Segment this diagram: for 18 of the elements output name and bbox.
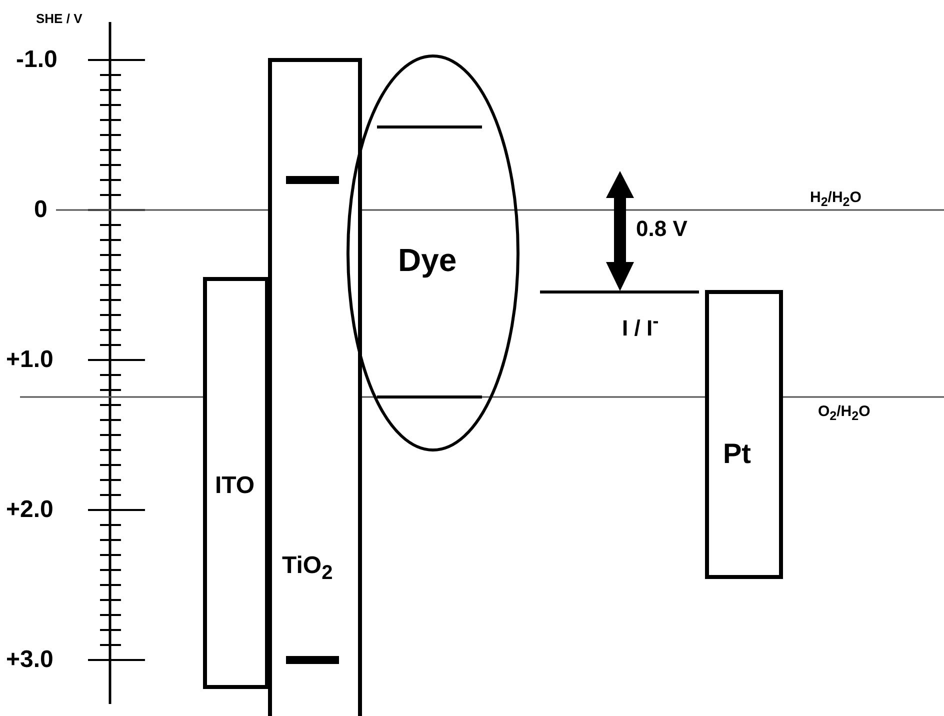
axis-label: +3.0 [6, 648, 54, 672]
axis-label: +1.0 [6, 348, 54, 372]
node-label: ITO [215, 474, 255, 498]
axis-label: 0.8 V [636, 218, 688, 240]
axis-label: -1.0 [16, 48, 58, 72]
axis-label: I / I$^{-}$ [622, 312, 659, 340]
node-label: Pt [723, 440, 751, 468]
axis-label: +2.0 [6, 498, 54, 522]
axis-label: SHE / V [36, 12, 82, 25]
axis-label: 0 [34, 198, 48, 222]
axis-label: H$_{2}$/H$_{2}$O [810, 190, 862, 208]
dye-ellipse [346, 54, 520, 452]
energy-band-box [203, 277, 269, 689]
axis-label: O$_{2}$/H$_{2}$O [818, 404, 870, 422]
energy-band-box [705, 290, 783, 579]
energy-band-box [268, 58, 362, 716]
node-label: Dye [398, 244, 457, 276]
node-label: TiO$_{2}$ [282, 554, 333, 583]
